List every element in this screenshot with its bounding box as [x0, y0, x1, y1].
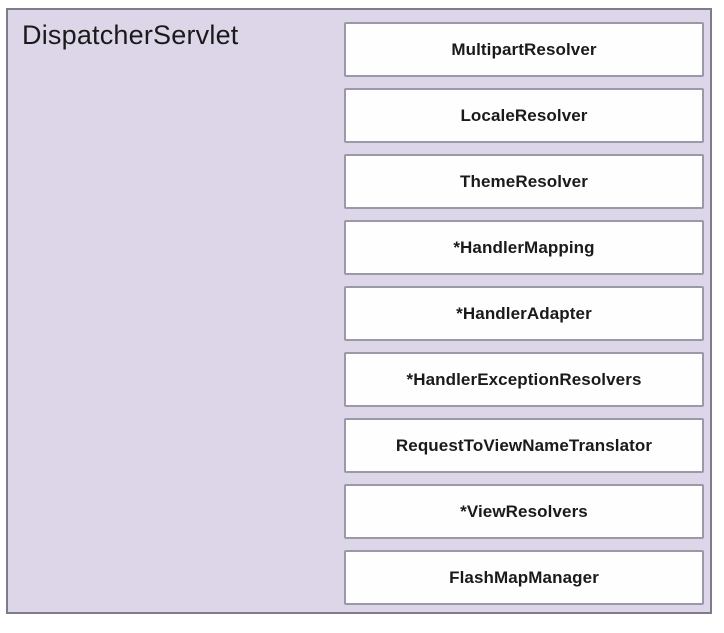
component-column: MultipartResolver LocaleResolver ThemeRe…: [344, 22, 704, 605]
component-label: *HandlerAdapter: [456, 303, 592, 323]
component-label: MultipartResolver: [451, 39, 597, 59]
component-box: ThemeResolver: [344, 154, 704, 209]
component-box: *HandlerAdapter: [344, 286, 704, 341]
dispatcher-servlet-title: DispatcherServlet: [22, 20, 239, 50]
component-box: FlashMapManager: [344, 550, 704, 605]
component-label: *ViewResolvers: [460, 501, 588, 521]
component-box: MultipartResolver: [344, 22, 704, 77]
dispatcher-servlet-container: DispatcherServlet MultipartResolver Loca…: [6, 8, 712, 614]
component-box: *ViewResolvers: [344, 484, 704, 539]
component-box: *HandlerMapping: [344, 220, 704, 275]
component-label: LocaleResolver: [460, 105, 588, 125]
component-label: ThemeResolver: [460, 171, 588, 191]
component-box: RequestToViewNameTranslator: [344, 418, 704, 473]
component-label: *HandlerExceptionResolvers: [406, 369, 642, 389]
component-label: *HandlerMapping: [453, 237, 595, 257]
component-label: FlashMapManager: [449, 567, 599, 587]
component-box: LocaleResolver: [344, 88, 704, 143]
component-label: RequestToViewNameTranslator: [395, 435, 653, 455]
component-box: *HandlerExceptionResolvers: [344, 352, 704, 407]
